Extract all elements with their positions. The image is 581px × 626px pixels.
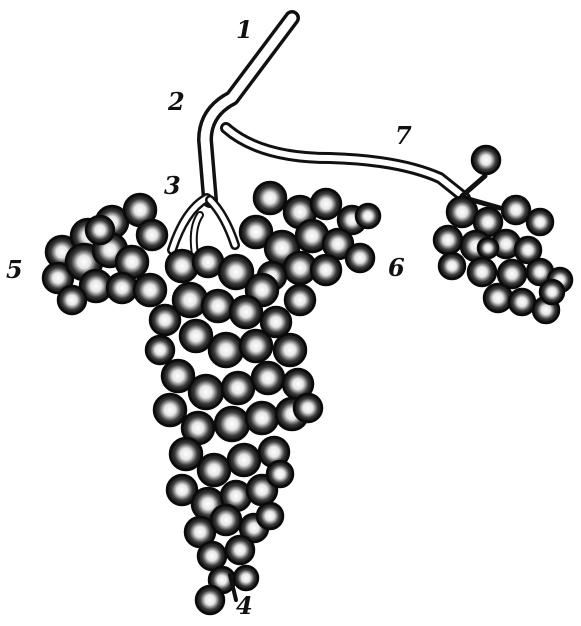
grape-berry xyxy=(137,220,167,250)
grape-berry xyxy=(434,226,462,254)
grape-berry xyxy=(202,290,234,322)
grape-berry xyxy=(472,146,500,174)
grape-berry xyxy=(146,336,174,364)
label-2-node: 2 xyxy=(168,90,185,114)
grape-berry xyxy=(356,204,380,228)
grape-berry xyxy=(240,330,272,362)
grape-berry xyxy=(58,286,86,314)
grape-berry xyxy=(254,182,286,214)
grape-berry xyxy=(170,438,202,470)
grape-berry xyxy=(294,394,322,422)
grape-berry xyxy=(267,461,293,487)
grape-berry xyxy=(447,197,477,227)
grape-berry xyxy=(222,372,254,404)
grape-berry xyxy=(439,253,465,279)
grape-berry xyxy=(154,394,186,426)
label-3-rachis: 3 xyxy=(164,174,181,198)
grape-berry xyxy=(230,296,262,328)
grape-berry xyxy=(257,503,283,529)
label-4-tip: 4 xyxy=(236,594,253,618)
grape-berry xyxy=(86,216,114,244)
grape-berry xyxy=(285,285,315,315)
grape-berry xyxy=(134,274,166,306)
grape-berry xyxy=(509,289,535,315)
grape-berry xyxy=(189,375,223,409)
grape-berry xyxy=(228,444,260,476)
label-7-lateral-branch: 7 xyxy=(395,124,412,148)
label-5-shoulder-left: 5 xyxy=(6,258,23,282)
grape-berry xyxy=(215,407,249,441)
label-6-shoulder-right: 6 xyxy=(388,256,405,280)
grape-berry xyxy=(274,334,306,366)
grape-berry xyxy=(346,244,374,272)
grape-berry xyxy=(484,284,512,312)
grape-berry xyxy=(502,196,530,224)
grape-berry xyxy=(540,280,564,304)
stem xyxy=(205,18,292,200)
grape-berry xyxy=(107,273,137,303)
grape-berry xyxy=(246,402,278,434)
grape-berry xyxy=(180,320,212,352)
grape-berry xyxy=(150,305,180,335)
grape-berry xyxy=(211,505,241,535)
grape-berry xyxy=(468,258,496,286)
grape-berry xyxy=(527,209,553,235)
grape-berry xyxy=(209,333,243,367)
grape-berry xyxy=(252,362,284,394)
berry-group xyxy=(43,146,572,614)
grape-berry xyxy=(311,255,341,285)
grape-berry xyxy=(226,536,254,564)
grape-berry xyxy=(478,238,498,258)
grape-berry xyxy=(234,566,258,590)
label-1-peduncle: 1 xyxy=(236,18,253,42)
grape-berry xyxy=(196,586,224,614)
grape-berry xyxy=(311,189,341,219)
grape-berry xyxy=(198,454,230,486)
